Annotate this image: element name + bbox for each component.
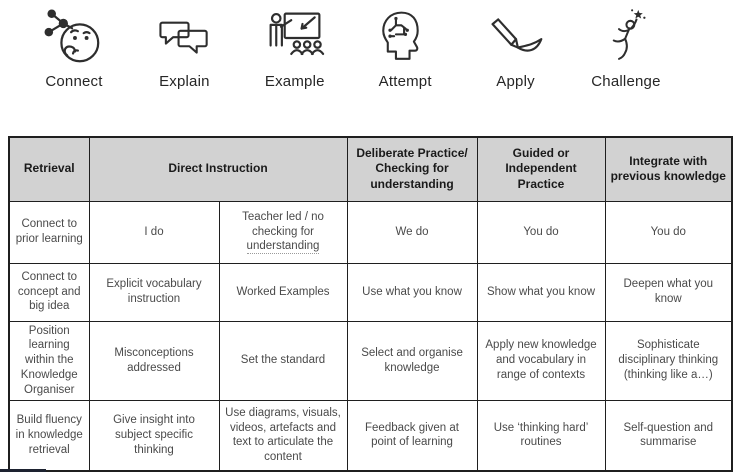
table-cell: Self-question and summarise: [604, 400, 733, 472]
table-cell: Sophisticate disciplinary thinking (thin…: [604, 320, 733, 402]
table-cell: You do: [476, 200, 606, 264]
table-cell: Show what you know: [476, 262, 606, 322]
table-cell: Feedback given at point of learning: [346, 400, 478, 472]
header-integrate-knowledge: Integrate with previous knowledge: [604, 136, 733, 202]
header-retrieval: Retrieval: [8, 136, 90, 202]
teaching-sequence-table: Retrieval Direct Instruction Deliberate …: [8, 136, 734, 472]
table-cell: Set the standard: [218, 320, 348, 402]
phase-attempt: Attempt: [355, 6, 455, 90]
table-cell: Position learning within the Knowledge O…: [8, 320, 90, 402]
cropped-partial-element: [0, 469, 46, 472]
person-reaching-star-icon: [598, 6, 654, 68]
table-cell: We do: [346, 200, 478, 264]
brain-circuit-head-icon: [376, 6, 434, 68]
table-cell: Select and organise knowledge: [346, 320, 478, 402]
pencil-writing-icon: [486, 6, 546, 68]
spellcheck-underlined-word: understanding: [246, 240, 320, 255]
teacher-presentation-icon: [265, 6, 325, 68]
table-cell: Build fluency in knowledge retrieval: [8, 400, 90, 472]
table-cell: Use ‘thinking hard’ routines: [476, 400, 606, 472]
table-row: Connect to concept and big idea Explicit…: [8, 262, 733, 322]
table-cell: I do: [88, 200, 220, 264]
table-row: Build fluency in knowledge retrieval Giv…: [8, 400, 733, 472]
table-cell: Apply new knowledge and vocabulary in ra…: [476, 320, 606, 402]
phase-icon-strip: Connect Explain: [24, 6, 676, 90]
phase-label-connect: Connect: [45, 73, 103, 90]
header-direct-instruction: Direct Instruction: [88, 136, 348, 202]
phase-example: Example: [245, 6, 345, 90]
phase-apply: Apply: [466, 6, 566, 90]
phase-label-explain: Explain: [159, 73, 210, 90]
phase-label-challenge: Challenge: [591, 73, 661, 90]
table-cell: Misconceptions addressed: [88, 320, 220, 402]
cell-text: Teacher led / no checking for: [242, 210, 324, 238]
header-guided-independent: Guided or Independent Practice: [476, 136, 606, 202]
table-row: Position learning within the Knowledge O…: [8, 320, 733, 402]
table-cell: You do: [604, 200, 733, 264]
table-cell: Teacher led / no checking for understand…: [218, 200, 348, 264]
phase-label-apply: Apply: [496, 73, 535, 90]
table-cell: Connect to concept and big idea: [8, 262, 90, 322]
header-deliberate-practice: Deliberate Practice/ Checking for unders…: [346, 136, 478, 202]
table-cell: Connect to prior learning: [8, 200, 90, 264]
phase-label-example: Example: [264, 73, 325, 90]
table-cell: Deepen what you know: [604, 262, 733, 322]
phase-connect: Connect: [24, 6, 124, 90]
table-header-row: Retrieval Direct Instruction Deliberate …: [8, 136, 733, 202]
speech-bubbles-icon: [155, 6, 213, 68]
table-row: Connect to prior learning I do Teacher l…: [8, 200, 733, 264]
phase-label-attempt: Attempt: [378, 73, 432, 90]
phase-challenge: Challenge: [576, 6, 676, 90]
connect-thinking-network-icon: [43, 6, 105, 68]
table-cell: Worked Examples: [218, 262, 348, 322]
table-cell: Use what you know: [346, 262, 478, 322]
table-cell: Explicit vocabulary instruction: [88, 262, 220, 322]
table-cell: Give insight into subject specific think…: [88, 400, 220, 472]
table-cell: Use diagrams, visuals, videos, artefacts…: [218, 400, 348, 472]
phase-explain: Explain: [134, 6, 234, 90]
